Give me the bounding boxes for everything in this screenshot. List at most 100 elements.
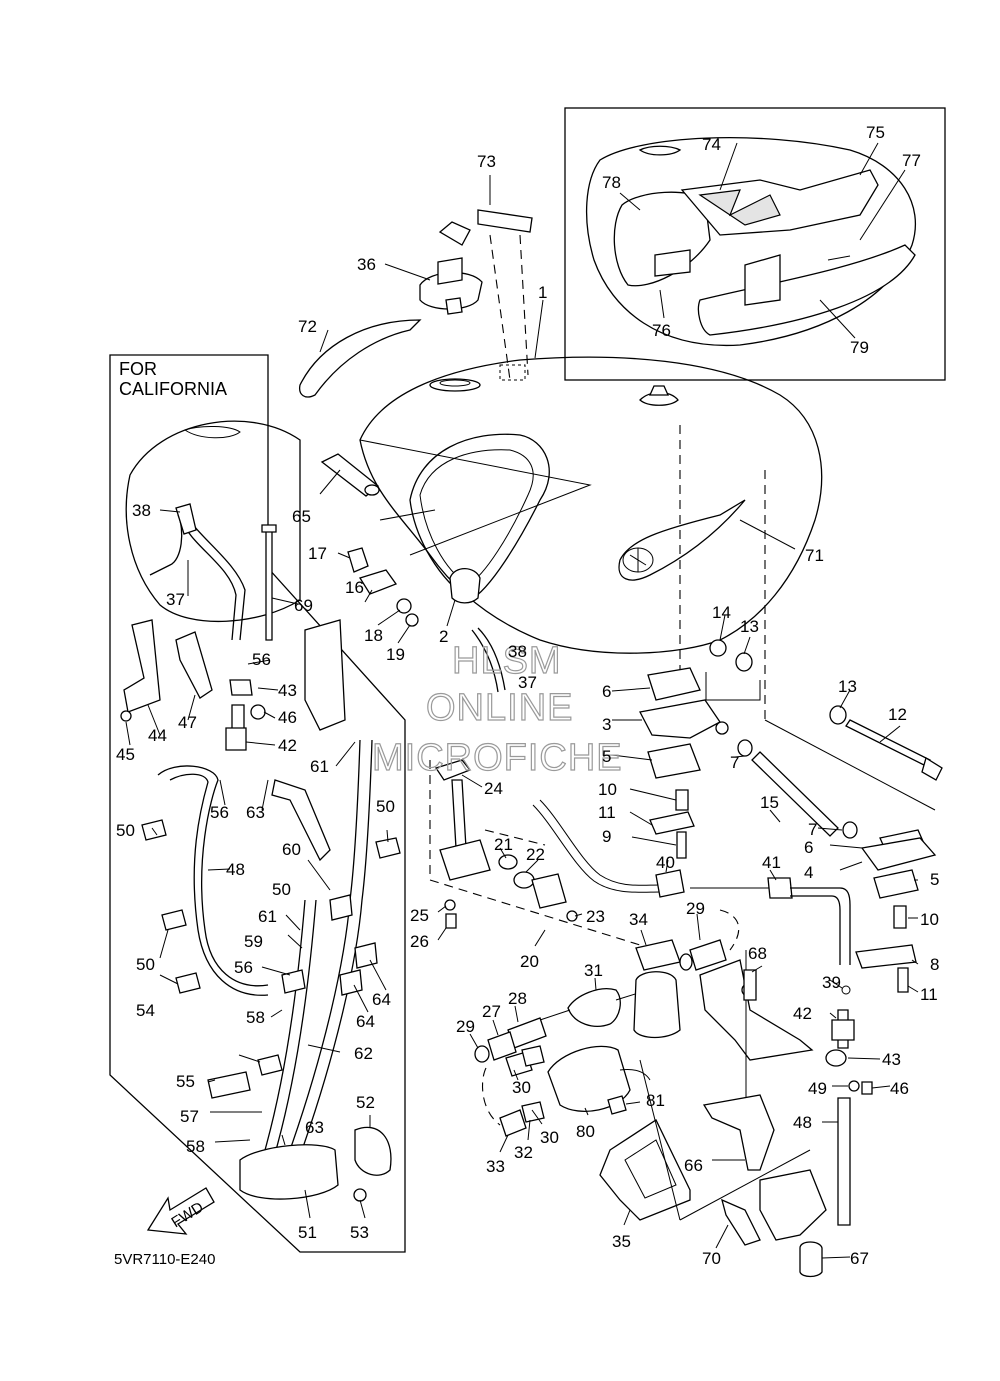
part-label: 8 xyxy=(930,955,939,974)
part-label: 15 xyxy=(760,793,779,812)
part-label: 64 xyxy=(372,990,391,1009)
part-label: 31 xyxy=(584,961,603,980)
part-label: 73 xyxy=(477,152,496,171)
part-label: 33 xyxy=(486,1157,505,1176)
diagram-code: 5VR7110-E240 xyxy=(114,1251,215,1268)
part-label: 70 xyxy=(702,1249,721,1268)
part-labels: 1 2 3 4 5 5 6 6 7 7 8 9 10 10 11 11 12 1… xyxy=(116,123,939,1268)
part-label: 76 xyxy=(652,321,671,340)
part-label: 55 xyxy=(176,1072,195,1091)
california-tank: FWD xyxy=(120,420,401,1235)
part-label: 22 xyxy=(526,845,545,864)
part-label: 18 xyxy=(364,626,383,645)
fuel-system-components xyxy=(429,759,873,1278)
part-label: 28 xyxy=(508,989,527,1008)
part-label: 25 xyxy=(410,906,429,925)
part-label: 10 xyxy=(920,910,939,929)
part-label: 1 xyxy=(538,283,547,302)
part-label: 26 xyxy=(410,932,429,951)
part-label: 48 xyxy=(793,1113,812,1132)
part-label: 11 xyxy=(598,803,616,822)
part-label: 57 xyxy=(180,1107,199,1126)
part-label: 30 xyxy=(512,1078,531,1097)
part-label: 13 xyxy=(838,677,857,696)
watermark-line2: ONLINE xyxy=(426,687,573,729)
part-label: 75 xyxy=(866,123,885,142)
part-label: 81 xyxy=(646,1091,665,1110)
part-label: 9 xyxy=(602,827,611,846)
part-label: 56 xyxy=(252,650,271,669)
part-label: 69 xyxy=(294,596,313,615)
part-label: 58 xyxy=(246,1008,265,1027)
part-label: 11 xyxy=(920,985,938,1004)
part-label: 7 xyxy=(808,820,817,839)
part-label: 54 xyxy=(136,1001,155,1020)
part-label: 42 xyxy=(793,1004,812,1023)
part-label: 4 xyxy=(804,863,813,882)
part-label: 39 xyxy=(822,973,841,992)
part-label: 71 xyxy=(805,546,824,565)
part-label: 35 xyxy=(612,1232,631,1251)
part-label: 61 xyxy=(258,907,277,926)
california-box-line2: CALIFORNIA xyxy=(119,379,227,399)
part-label: 34 xyxy=(629,910,648,929)
part-label: 50 xyxy=(272,880,291,899)
california-box-line1: FOR xyxy=(119,359,157,379)
part-label: 24 xyxy=(484,779,503,798)
tank-graphics-inset xyxy=(564,107,946,381)
part-label: 47 xyxy=(178,713,197,732)
part-label: 5 xyxy=(930,870,939,889)
part-label: 14 xyxy=(712,603,731,622)
part-label: 72 xyxy=(298,317,317,336)
part-label: 21 xyxy=(494,835,513,854)
part-label: 52 xyxy=(356,1093,375,1112)
watermark-line3: MICROFICHE xyxy=(372,737,623,779)
part-label: 16 xyxy=(345,578,364,597)
part-label: 3 xyxy=(602,715,611,734)
part-label: 27 xyxy=(482,1002,501,1021)
part-label: 40 xyxy=(656,853,675,872)
part-label: 37 xyxy=(166,590,185,609)
part-label: 6 xyxy=(602,682,611,701)
part-label: 50 xyxy=(116,821,135,840)
part-label: 41 xyxy=(762,853,781,872)
part-label: 63 xyxy=(246,803,265,822)
part-label: 68 xyxy=(748,944,767,963)
part-label: 20 xyxy=(520,952,539,971)
part-label: 5 xyxy=(602,747,611,766)
watermark: HLSM ONLINE MICROFICHE xyxy=(371,639,623,779)
part-label: 79 xyxy=(850,338,869,357)
part-label: 67 xyxy=(850,1249,869,1268)
part-label: 23 xyxy=(586,907,605,926)
part-label: 74 xyxy=(702,135,721,154)
part-label: 6 xyxy=(804,838,813,857)
watermark-line1: HLSM xyxy=(452,640,562,682)
part-label: 62 xyxy=(354,1044,373,1063)
part-label: 12 xyxy=(888,705,907,724)
part-label: 17 xyxy=(308,544,327,563)
part-label: 32 xyxy=(514,1143,533,1162)
part-label: 38 xyxy=(508,642,527,661)
part-label: 78 xyxy=(602,173,621,192)
part-label: 37 xyxy=(518,673,537,692)
part-label: 63 xyxy=(305,1118,324,1137)
part-label: 44 xyxy=(148,726,167,745)
part-label: 56 xyxy=(234,958,253,977)
leader-lines xyxy=(125,142,919,1259)
part-label: 48 xyxy=(226,860,245,879)
part-label: 80 xyxy=(576,1122,595,1141)
part-label: 49 xyxy=(808,1079,827,1098)
part-label: 51 xyxy=(298,1223,317,1242)
part-label: 10 xyxy=(598,780,617,799)
part-label: 61 xyxy=(310,757,329,776)
part-label: 29 xyxy=(456,1017,475,1036)
part-label: 45 xyxy=(116,745,135,764)
part-label: 59 xyxy=(244,932,263,951)
tank-mounting-hardware xyxy=(639,425,943,993)
part-label: 64 xyxy=(356,1012,375,1031)
part-label: 56 xyxy=(210,803,229,822)
part-label: 29 xyxy=(686,899,705,918)
part-label: 7 xyxy=(730,753,739,772)
part-label: 53 xyxy=(350,1223,369,1242)
